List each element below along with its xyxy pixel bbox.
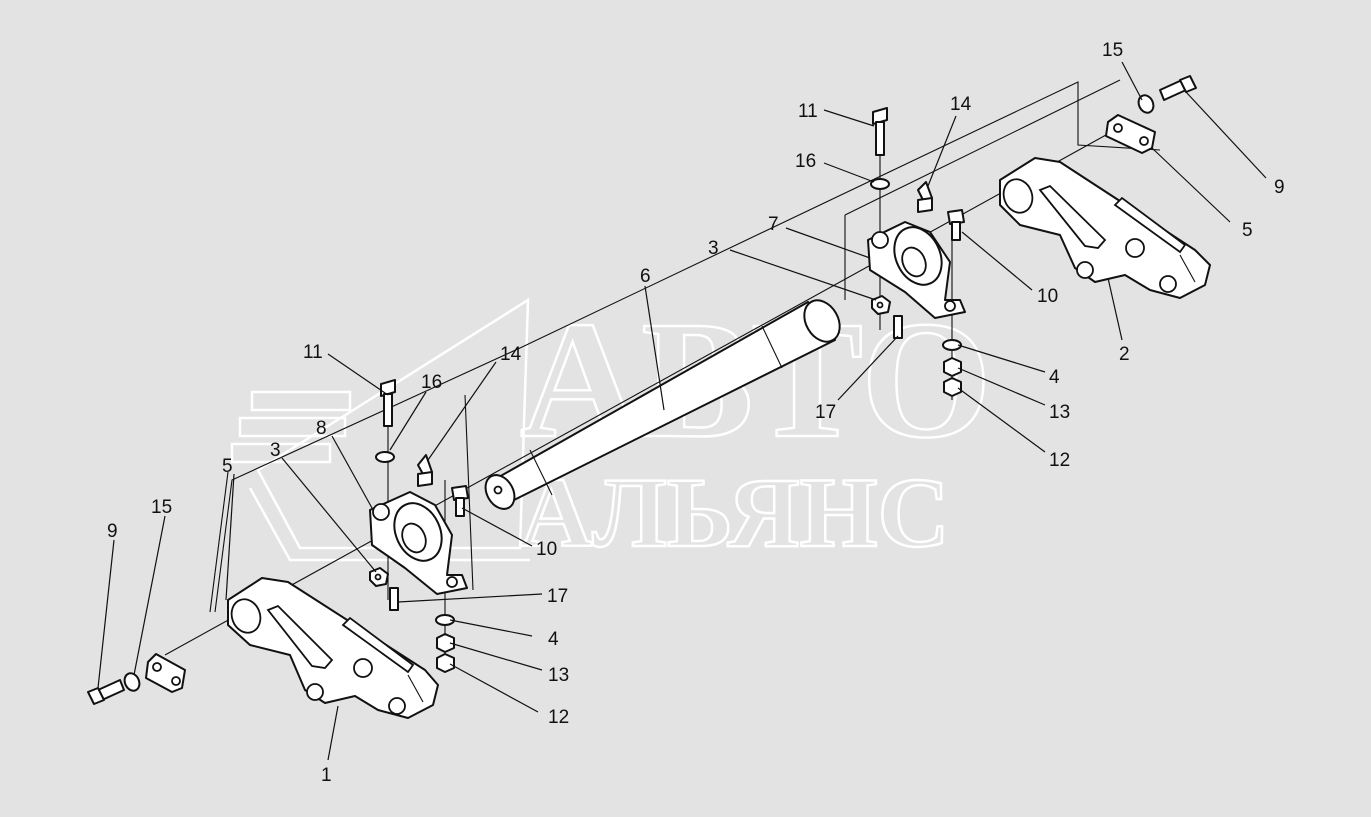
bolt-left-10 — [451, 485, 469, 517]
callout-right-13: 13 — [1049, 402, 1070, 423]
grease-fitting-right-14 — [917, 181, 933, 213]
callout-left-16: 16 — [421, 372, 442, 393]
callout-right-9: 9 — [1274, 177, 1285, 198]
callout-right-7: 7 — [768, 214, 779, 235]
washer-right-4 — [942, 339, 962, 351]
callout-left-8: 8 — [316, 418, 327, 439]
callout-left-10: 10 — [536, 539, 557, 560]
nut-left-3 — [369, 567, 389, 587]
nut-right-3 — [871, 295, 891, 315]
callout-right-3: 3 — [708, 238, 719, 259]
callout-left-3: 3 — [270, 440, 281, 461]
link-arm-right — [999, 157, 1211, 299]
washer-right-16 — [870, 178, 890, 190]
callout-left-1: 1 — [321, 765, 332, 786]
grease-fitting-left-14 — [417, 454, 433, 487]
callout-left-13: 13 — [548, 665, 569, 686]
leader-lines — [97, 61, 1267, 761]
watermark-emblem — [230, 297, 530, 562]
callout-right-4: 4 — [1049, 367, 1060, 388]
callout-left-15: 15 — [151, 497, 172, 518]
callout-right-16: 16 — [795, 151, 816, 172]
bearing-housing-right — [867, 221, 966, 319]
watermark-line2: АЛЬЯНС — [520, 457, 950, 568]
callout-right-11: 11 — [798, 101, 818, 122]
callout-right-10: 10 — [1037, 286, 1058, 307]
bolt-left-9 — [87, 679, 125, 705]
bearing-housing-left — [369, 491, 468, 595]
callout-right-5: 5 — [1242, 220, 1253, 241]
plate-left — [145, 653, 186, 693]
callout-left-17: 17 — [547, 586, 568, 607]
bolt-right-9 — [1159, 75, 1197, 101]
callout-right-12: 12 — [1049, 450, 1070, 471]
callout-left-12: 12 — [548, 707, 569, 728]
plate-right — [1105, 114, 1156, 154]
callout-left-4: 4 — [548, 629, 559, 650]
nut-left-13 — [436, 633, 455, 653]
washer-right-15 — [1137, 94, 1155, 114]
washer-left-16 — [375, 451, 395, 463]
washer-left-4 — [435, 614, 455, 626]
nut-right-13 — [943, 357, 962, 377]
nut-right-12 — [943, 377, 962, 397]
callout-labels: 15 9 11 14 16 7 3 5 10 2 4 13 12 17 6 11… — [107, 40, 1285, 786]
bolt-left-11 — [380, 379, 396, 427]
nut-left-12 — [436, 653, 455, 673]
callout-left-9: 9 — [107, 521, 118, 542]
pin-right-17 — [893, 315, 903, 339]
callout-left-11: 11 — [303, 342, 323, 363]
callout-left-14: 14 — [500, 344, 522, 365]
link-arm-left — [227, 577, 439, 719]
callout-right-14: 14 — [950, 94, 972, 115]
bolt-right-10 — [947, 209, 965, 241]
callout-right-2: 2 — [1119, 344, 1130, 365]
bolt-right-11 — [872, 107, 888, 156]
callout-center-6: 6 — [640, 266, 651, 287]
callout-right-17: 17 — [815, 402, 836, 423]
callout-left-5: 5 — [222, 456, 233, 477]
callout-right-15: 15 — [1102, 40, 1123, 61]
washer-left-15 — [123, 672, 141, 692]
pin-left-17 — [389, 587, 399, 611]
